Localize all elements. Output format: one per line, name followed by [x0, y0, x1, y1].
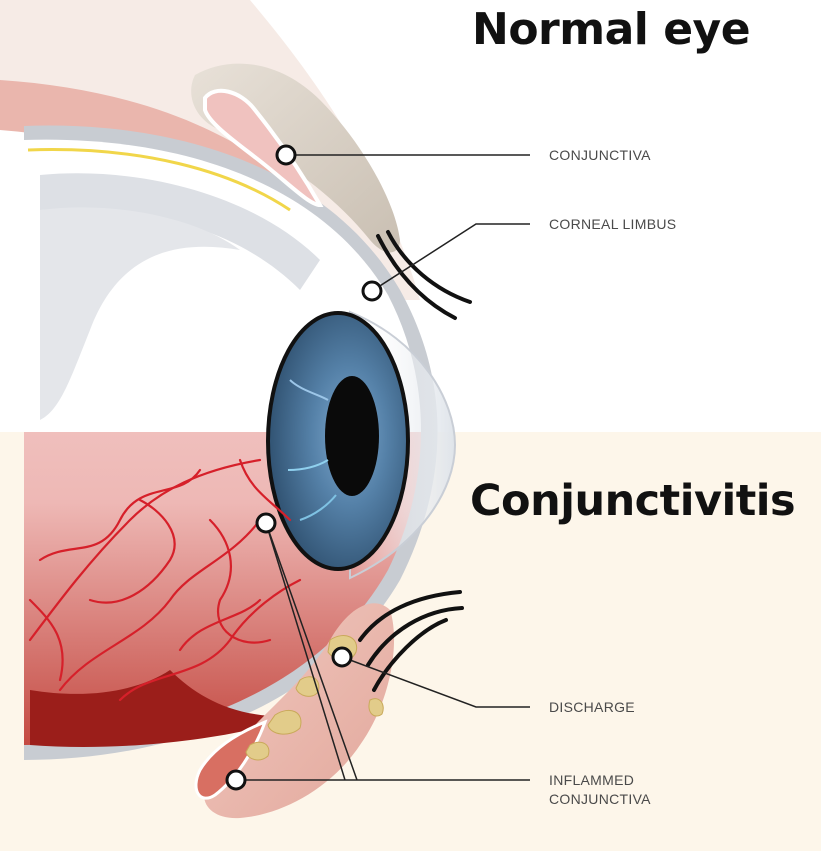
label-conjunctiva: CONJUNCTIVA [549, 146, 651, 165]
label-corneal-limbus: CORNEAL LIMBUS [549, 215, 676, 234]
marker-inflamed-eye [257, 514, 275, 532]
label-inflamed-line-2: CONJUNCTIVA [549, 790, 651, 809]
marker-limbus [363, 282, 381, 300]
label-inflamed-line-1: INFLAMMED [549, 771, 651, 790]
label-inflamed-conjunctiva: INFLAMMED CONJUNCTIVA [549, 771, 651, 809]
marker-inflamed-lid [227, 771, 245, 789]
title-conjunctivitis: Conjunctivitis [470, 476, 795, 526]
marker-discharge [333, 648, 351, 666]
pupil [325, 376, 379, 496]
iris-group [268, 313, 408, 569]
label-discharge: DISCHARGE [549, 698, 635, 717]
marker-conjunctiva [277, 146, 295, 164]
title-normal-eye: Normal eye [472, 4, 750, 55]
